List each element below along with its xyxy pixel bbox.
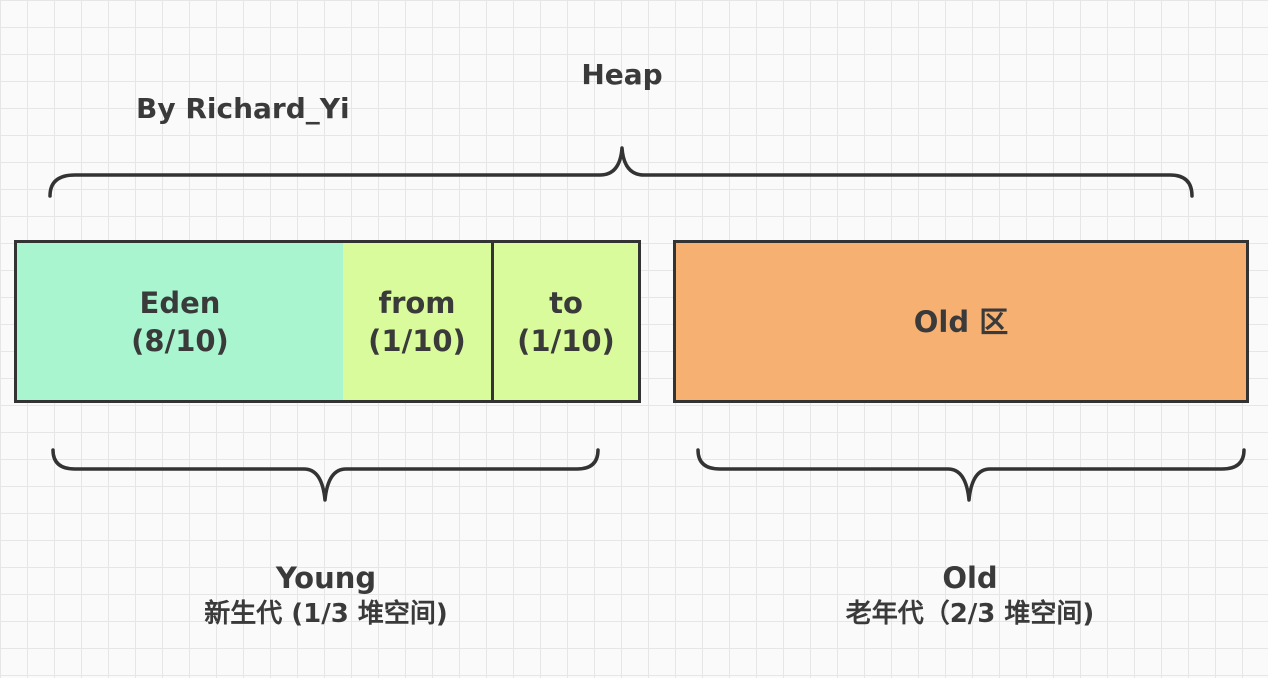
- old-region: Old 区: [673, 240, 1249, 403]
- young-generation-desc: 新生代 (1/3 堆空间): [204, 599, 448, 629]
- young-generation-name: Young: [275, 561, 377, 595]
- young-generation-caption: Young 新生代 (1/3 堆空间): [126, 560, 526, 632]
- eden-region: Eden (8/10): [14, 240, 346, 403]
- eden-ratio: (8/10): [131, 323, 229, 358]
- old-generation-caption: Old 老年代（2/3 堆空间): [770, 560, 1170, 632]
- from-label: from: [378, 285, 456, 320]
- old-generation-desc: 老年代（2/3 堆空间): [845, 599, 1095, 629]
- young-brace: [51, 448, 600, 502]
- old-generation-name: Old: [942, 561, 998, 595]
- to-label: to: [549, 285, 583, 320]
- to-ratio: (1/10): [517, 323, 615, 358]
- eden-label: Eden: [139, 285, 221, 320]
- to-survivor-region: to (1/10): [491, 240, 641, 403]
- from-ratio: (1/10): [368, 323, 466, 358]
- author-label: By Richard_Yi: [136, 92, 350, 125]
- heap-brace: [48, 146, 1194, 198]
- from-survivor-region: from (1/10): [343, 240, 494, 403]
- heap-title: Heap: [581, 58, 663, 91]
- old-region-label: Old 区: [913, 304, 1009, 339]
- old-brace: [696, 448, 1246, 502]
